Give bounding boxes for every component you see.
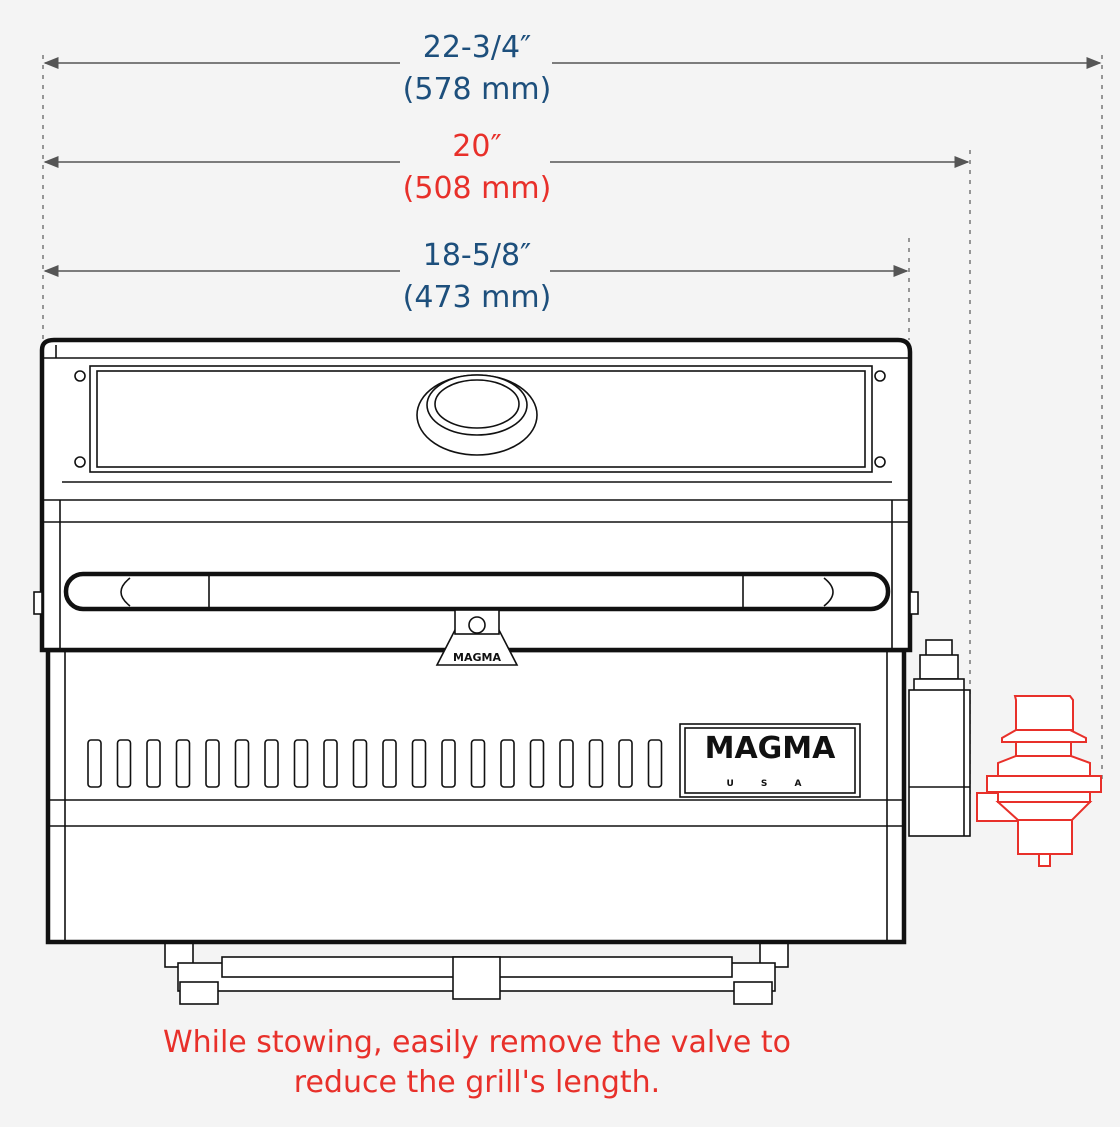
vent-slot — [146, 739, 161, 788]
dimension-overall-metric: (578 mm) — [403, 72, 552, 107]
vent-slot — [500, 739, 515, 788]
dimension-overall: 22-3/4″ (578 mm) — [43, 30, 1102, 107]
dimension-valve-imperial: 20″ — [452, 129, 501, 164]
vent-slot — [382, 739, 397, 788]
vent-slot — [559, 739, 574, 788]
vent-slot — [618, 739, 633, 788]
vent-slot — [205, 739, 220, 788]
dimension-overall-imperial: 22-3/4″ — [423, 30, 532, 65]
vent-slot — [470, 739, 486, 788]
svg-text:U S A: U S A — [726, 779, 813, 789]
dimension-with-valve: 20″ (508 mm) — [43, 129, 970, 206]
vent-slot — [87, 739, 102, 788]
vent-slot — [441, 739, 456, 788]
grill-drawing: MAGMA U S A MAGMA — [33, 337, 971, 1005]
lid-handle — [63, 571, 891, 612]
note-line-1: While stowing, easily remove the valve t… — [163, 1025, 791, 1060]
magma-logo: MAGMA U S A — [679, 723, 861, 798]
vent-slot — [175, 739, 191, 788]
vent-slot — [323, 739, 338, 788]
vent-slots — [87, 739, 663, 788]
vent-slot — [411, 739, 427, 788]
dimension-body: 18-5/8″ (473 mm) — [43, 238, 909, 315]
dimension-valve-metric: (508 mm) — [403, 171, 552, 206]
vent-slot — [529, 739, 545, 788]
vent-slot — [352, 739, 368, 788]
vent-slot — [588, 739, 604, 788]
latch-logo: MAGMA — [453, 651, 501, 664]
dimension-body-metric: (473 mm) — [403, 280, 552, 315]
vent-slot — [264, 739, 279, 788]
regulator-valve — [976, 695, 1102, 867]
note-line-2: reduce the grill's length. — [294, 1065, 660, 1100]
vent-slot — [293, 739, 309, 788]
vent-slot — [647, 739, 663, 788]
vent-slot — [116, 739, 132, 788]
svg-text:MAGMA: MAGMA — [705, 731, 837, 766]
dimension-body-imperial: 18-5/8″ — [423, 238, 532, 273]
vent-slot — [234, 739, 250, 788]
